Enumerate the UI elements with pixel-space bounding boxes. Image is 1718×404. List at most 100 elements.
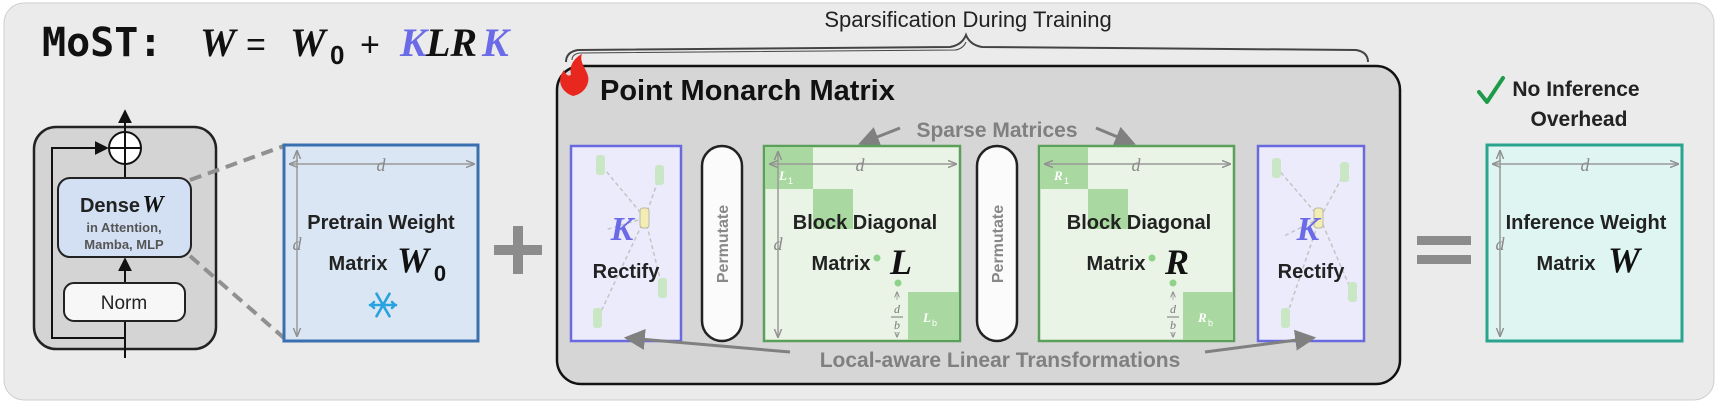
rectify-right: K Rectify [1256, 144, 1366, 343]
monarch-title: Point Monarch Matrix [600, 75, 895, 107]
result-note-1: No Inference [1512, 78, 1639, 101]
pretrain-symbol: W [397, 240, 432, 280]
block-l-frac-bg [890, 300, 904, 332]
dense-symbol: W [142, 192, 165, 218]
block-l-last-sub: b [932, 318, 937, 328]
big-plus [494, 226, 542, 274]
permutate-1-label: Permutate [715, 205, 732, 283]
eq-w: W [200, 20, 238, 65]
local-label: Local-aware Linear Transformations [820, 349, 1181, 372]
eq-w0: W [290, 20, 328, 65]
rectify-left-label: Rectify [593, 261, 661, 283]
block-r-diag-2 [1088, 189, 1128, 229]
block-l-line1: Block Diagonal [793, 212, 937, 234]
training-brace [565, 32, 1369, 63]
permutate-2 [975, 144, 1019, 343]
block-l-diag-2 [813, 189, 853, 229]
block-l: L 1 L b d d Block Diagonal Matrix L d b [762, 144, 962, 343]
equals-top [1417, 236, 1471, 245]
rectify-left-nodes [593, 155, 667, 328]
block-l-frac-den: b [894, 318, 900, 332]
pretrain-dim-left: d [293, 234, 303, 254]
dense-box [57, 177, 192, 258]
block-l-dim-left: d [774, 234, 784, 254]
equals-sign [1417, 236, 1471, 264]
most-prefix: MoST: [42, 20, 162, 66]
eq-equals: = [246, 26, 266, 64]
block-l-dot-1 [873, 254, 881, 262]
block-l-frac-num: d [894, 302, 901, 316]
block-l-first: L [778, 168, 787, 183]
block-r-frac-num: d [1170, 302, 1177, 316]
eq-w0-sub: 0 [330, 40, 344, 70]
block-r-symbol: R [1164, 242, 1189, 282]
result-box [1485, 143, 1684, 343]
eq-k2: K [481, 20, 511, 65]
block-r-dot-2 [1169, 279, 1177, 287]
rectify-left: K Rectify [569, 144, 683, 343]
big-plus-v [513, 226, 523, 274]
sparse-arrow-left [858, 126, 901, 147]
norm-label: Norm [101, 293, 147, 314]
norm-box [63, 282, 186, 322]
check-icon [1477, 76, 1505, 104]
result-line1: Inference Weight [1506, 212, 1667, 234]
fire-icon [560, 54, 589, 96]
snowflake-icon [368, 292, 398, 318]
result-line2: Matrix [1537, 253, 1596, 275]
block-r: R 1 R b d Block Diagonal Matrix R d b [1037, 144, 1236, 343]
pretrain-line1: Pretrain Weight [307, 212, 455, 234]
local-arrow-right [1204, 329, 1317, 354]
block-l-last: L [922, 310, 931, 325]
eq-plus: + [360, 26, 380, 64]
sparse-arrow-right [1095, 126, 1136, 147]
pretrain-line2: Matrix [329, 253, 388, 275]
pretrain-symbol-sub: 0 [434, 261, 446, 286]
block-r-diag-b [1183, 292, 1233, 340]
result-note-2: Overhead [1531, 108, 1628, 131]
training-brace-inner [571, 41, 967, 61]
zoom-line-top [189, 144, 285, 182]
header-equation: MoST: W = W 0 + K LR K [42, 20, 511, 70]
residual-line [51, 141, 125, 339]
permutate-1 [700, 144, 744, 343]
block-r-first-sub: 1 [1064, 176, 1069, 186]
dense-sub-1: in Attention, [86, 220, 161, 235]
pretrain-dim-top: d [377, 155, 387, 175]
block-r-frac-den: b [1170, 318, 1176, 332]
block-l-diag-b [908, 292, 959, 340]
equals-bottom [1417, 255, 1471, 264]
dense-sub-2: Mamba, MLP [84, 237, 164, 252]
block-r-line1: Block Diagonal [1067, 212, 1211, 234]
block-r-dim-top: d [1132, 155, 1142, 175]
zoom-line-bottom [188, 254, 286, 340]
block-r-first: R [1053, 168, 1063, 183]
transformer-block: Dense W in Attention, Mamba, MLP Norm [32, 109, 218, 358]
block-l-first-sub: 1 [788, 176, 793, 186]
pretrain-matrix: d d Pretrain Weight Matrix W 0 [282, 143, 480, 343]
result-symbol: W [1608, 240, 1643, 280]
permutate-2-label: Permutate [990, 205, 1007, 283]
block-r-dot-1 [1148, 254, 1156, 262]
block-r-line2: Matrix [1087, 253, 1146, 275]
rectify-right-nodes [1272, 158, 1357, 328]
result-area: No Inference Overhead d d Inference Weig… [1477, 76, 1684, 343]
result-dim-top: d [1581, 155, 1591, 175]
dense-title: Dense [80, 195, 140, 217]
block-r-last: R [1197, 310, 1207, 325]
block-l-dim-top: d [856, 155, 866, 175]
rectify-right-symbol: K [1296, 211, 1322, 248]
block-l-dot-2 [894, 279, 902, 287]
eq-lr: LR [425, 20, 477, 65]
sparse-label: Sparse Matrices [916, 119, 1077, 142]
rectify-right-label: Rectify [1278, 261, 1346, 283]
local-arrow-left [623, 328, 791, 354]
result-dim-left: d [1496, 234, 1506, 254]
block-r-last-sub: b [1208, 318, 1213, 328]
eq-k1: K [399, 20, 429, 65]
monarch-panel: Point Monarch Matrix Sparse Matrices K R… [555, 54, 1402, 386]
block-r-frac-bg [1166, 300, 1180, 332]
training-label: Sparsification During Training [824, 7, 1111, 32]
block-l-symbol: L [889, 242, 912, 282]
